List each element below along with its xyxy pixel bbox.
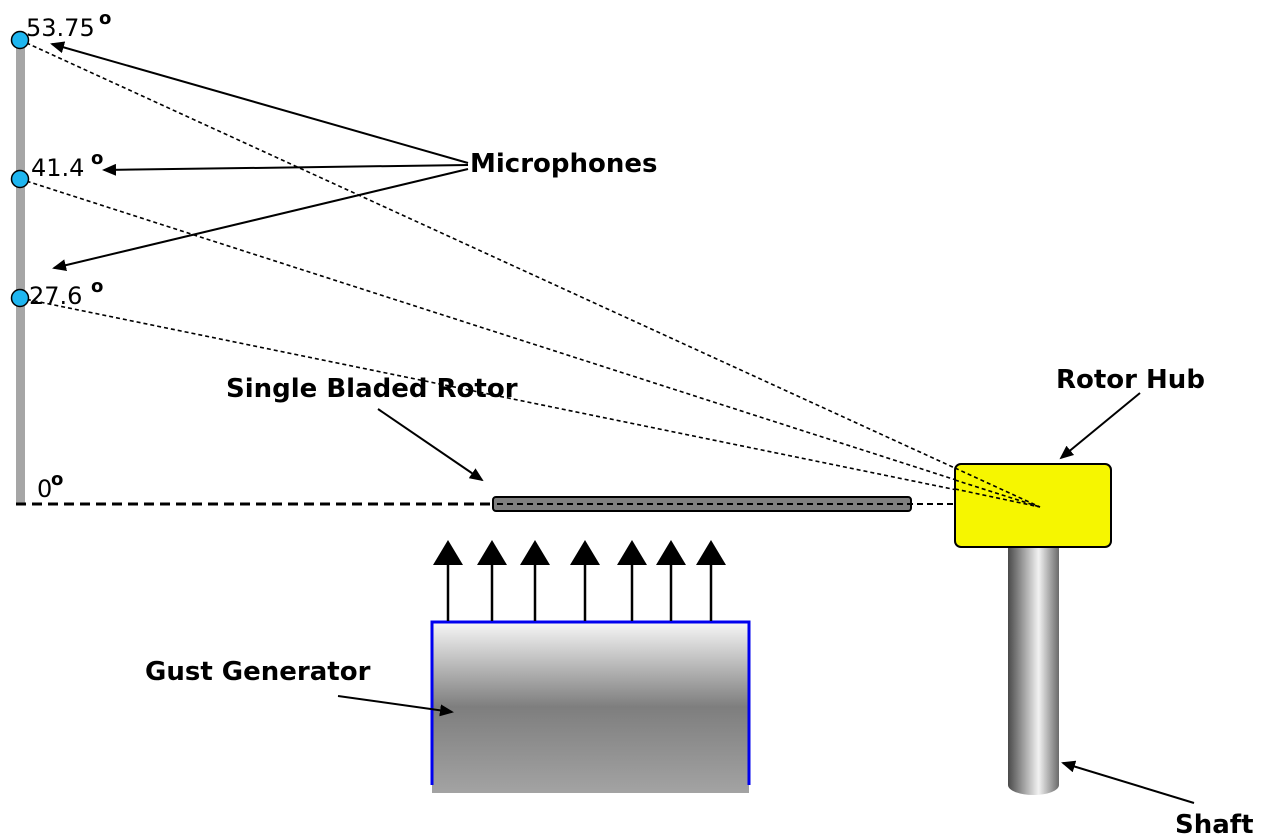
arrow-up-icon [696, 540, 726, 621]
microphones-arrow-middle [102, 163, 469, 176]
rotor-hub-arrow [1059, 392, 1141, 460]
microphone-icon-41 [10, 169, 30, 189]
hub-sight-line-41 [954, 479, 1041, 508]
sight-line-27 [19, 297, 1041, 508]
angle-label-27: 27.6 [29, 282, 82, 310]
angle-deg-27: o [91, 276, 103, 297]
angle-deg-53: o [99, 8, 111, 29]
shaft-label: Shaft [1175, 810, 1254, 838]
shaft [1008, 545, 1059, 795]
shaft-arrow [1061, 760, 1195, 804]
sight-line-41 [19, 178, 1041, 508]
hub-sight-line-27 [954, 488, 1041, 508]
gust-generator [432, 621, 749, 793]
angle-deg-0: o [51, 469, 63, 490]
gust-arrows [433, 540, 726, 621]
arrow-up-icon [520, 540, 550, 621]
hub-sight-line-53 [954, 467, 1041, 508]
angle-deg-41: o [91, 148, 103, 169]
rotor-hub-label: Rotor Hub [1056, 365, 1205, 395]
angle-label-41: 41.4 [31, 154, 84, 182]
arrow-up-icon [656, 540, 686, 621]
gust-generator-border [430, 620, 751, 785]
microphones-arrow-top [50, 41, 469, 164]
microphones-arrow-bottom [52, 168, 469, 272]
angle-label-0: 0 [37, 475, 52, 503]
angle-label-53: 53.75 [26, 14, 95, 42]
single-bladed-rotor-label: Single Bladed Rotor [226, 374, 518, 404]
rotor-arrow [377, 408, 484, 482]
gust-generator-arrow [337, 695, 454, 717]
arrow-up-icon [570, 540, 600, 621]
microphone-icon-53 [10, 30, 30, 50]
microphone-pole [16, 38, 25, 505]
arrow-up-icon [617, 540, 647, 621]
microphone-icon-27 [10, 288, 30, 308]
arrow-up-icon [433, 540, 463, 621]
microphones-label: Microphones [470, 149, 657, 179]
sight-line-53 [19, 39, 1041, 508]
arrow-up-icon [477, 540, 507, 621]
gust-generator-label: Gust Generator [145, 657, 371, 687]
